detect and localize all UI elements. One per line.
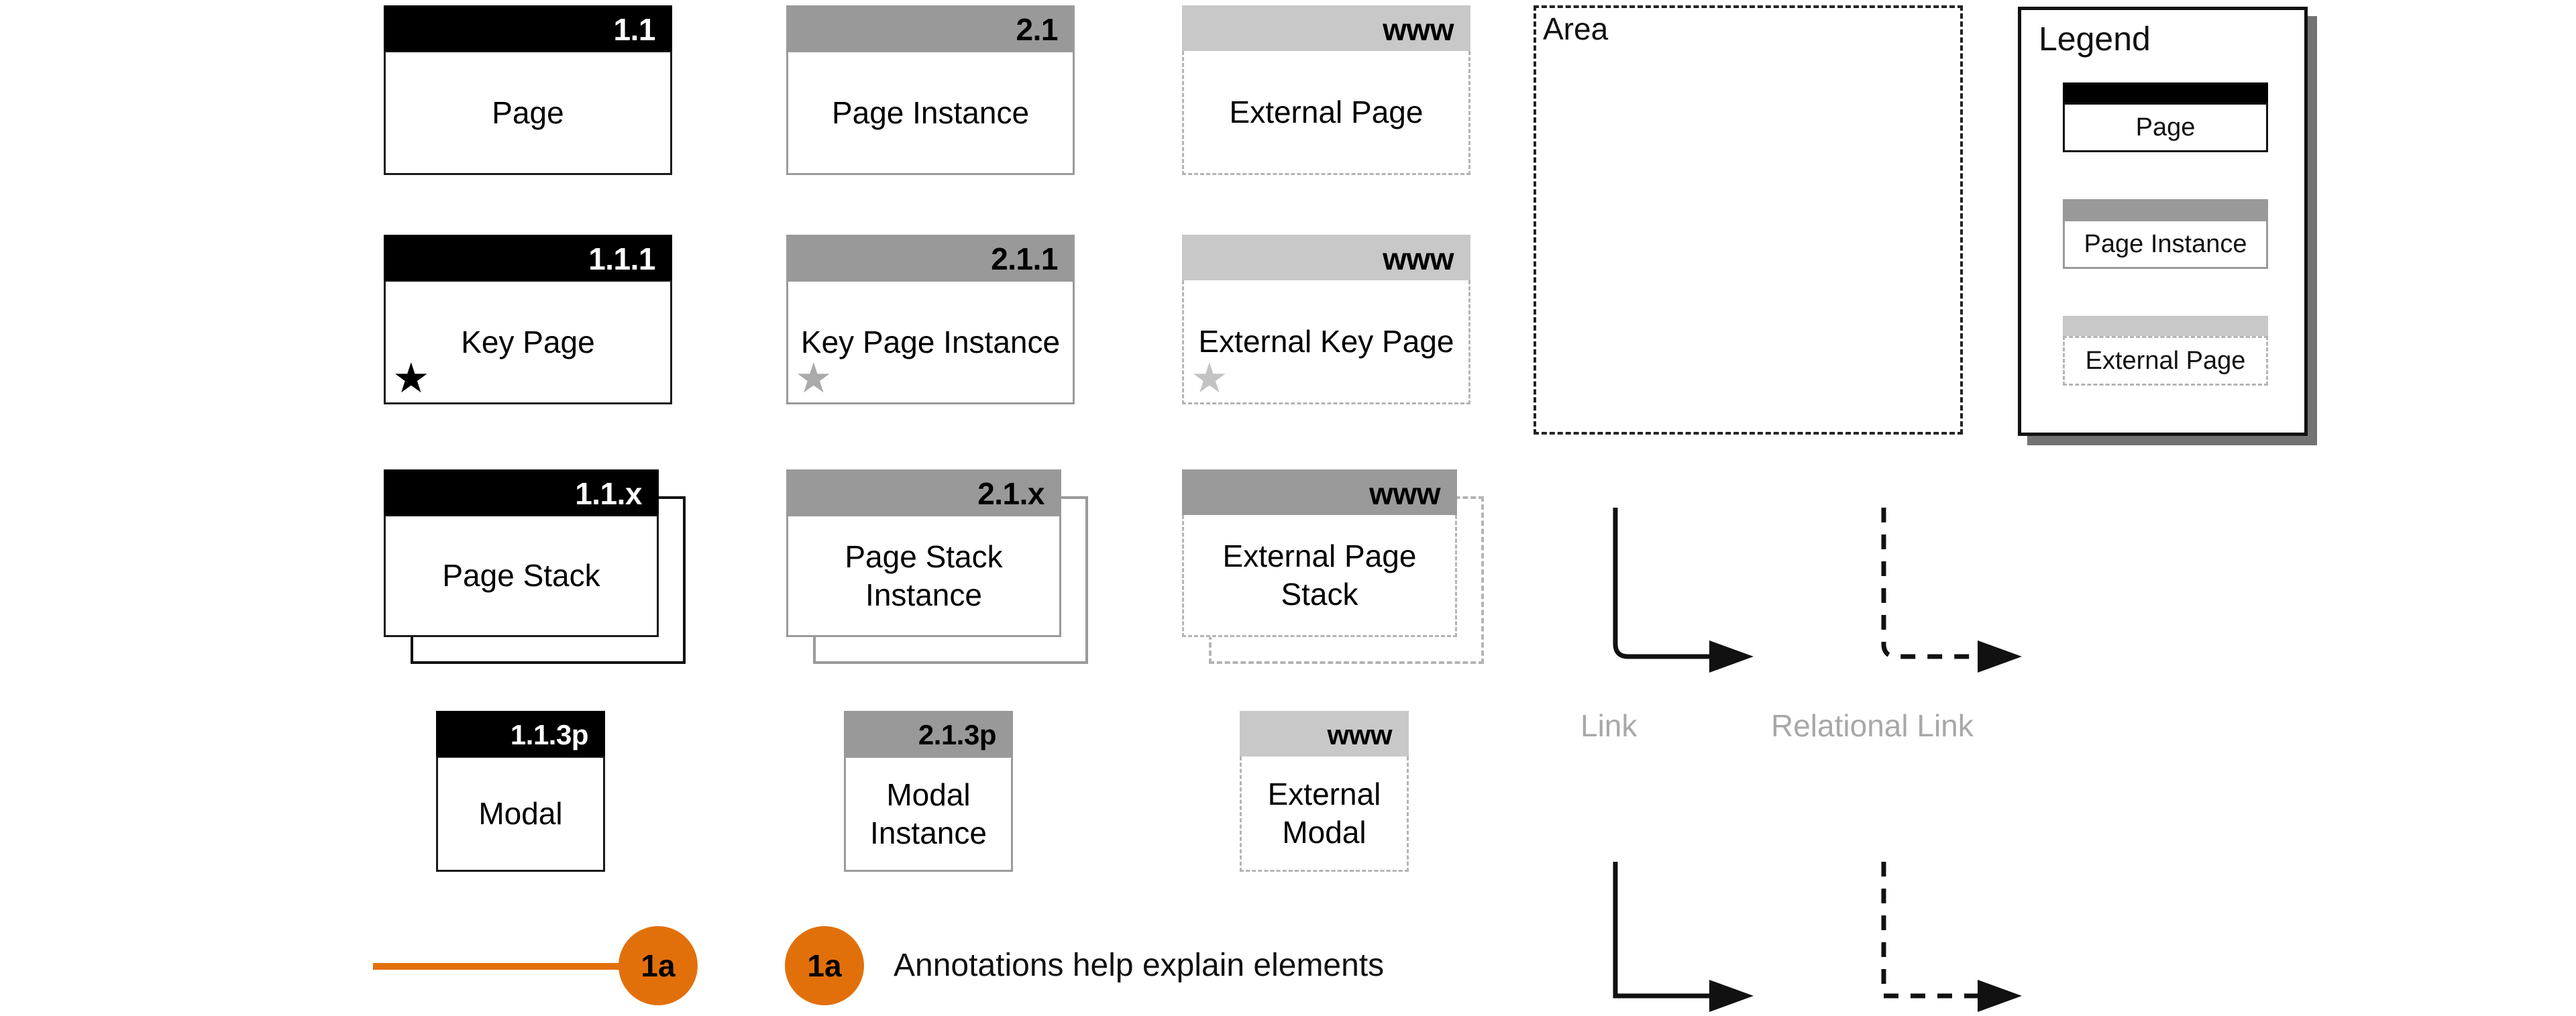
link-connector-solid: [1613, 508, 1754, 673]
node-external-page-stack-label: External Page Stack: [1222, 539, 1417, 612]
node-external-page-label: External Page: [1229, 94, 1424, 129]
annotation-leader-line: [373, 963, 641, 970]
node-external-key-page-badge: www: [1182, 235, 1470, 280]
node-page-instance-label-wrap: Page Instance: [786, 51, 1075, 175]
node-page-stack[interactable]: 1.1.x Page Stack: [384, 469, 659, 637]
node-key-page-instance-label-wrap: Key Page Instance ★: [786, 280, 1075, 404]
node-page-stack-badge: 1.1.x: [384, 469, 659, 515]
legend-item-page-instance-label: Page Instance: [2084, 229, 2247, 258]
node-external-modal-badge: www: [1240, 711, 1409, 756]
relational-link-label: Relational Link: [1771, 708, 1974, 743]
node-page-stack-label-wrap: Page Stack: [384, 515, 659, 637]
node-page-instance[interactable]: 2.1 Page Instance: [786, 5, 1075, 175]
legend-item-external-page: External Page: [2063, 316, 2268, 386]
relational-link-connector-dashed-secondary: [1881, 862, 2022, 1012]
node-page-instance-badge: 2.1: [786, 5, 1075, 51]
node-external-key-page-label: External Key Page: [1198, 323, 1454, 359]
star-icon: ★: [795, 355, 833, 402]
legend-item-external-page-label: External Page: [2085, 346, 2246, 375]
node-modal-instance-badge: 2.1.3p: [844, 711, 1013, 756]
node-key-page-instance-label: Key Page Instance: [800, 324, 1061, 359]
node-external-modal-label-wrap: External Modal: [1240, 756, 1409, 872]
legend-item-page-label-wrap: Page: [2063, 103, 2268, 152]
node-key-page-badge: 1.1.1: [384, 235, 672, 280]
legend-item-page-instance-header: [2063, 199, 2268, 219]
node-external-page[interactable]: www External Page: [1182, 5, 1470, 175]
legend-title: Legend: [2039, 20, 2151, 58]
link-label: Link: [1580, 708, 1638, 743]
annotation-bullet-standalone[interactable]: 1a: [785, 926, 864, 1005]
legend-item-page-label: Page: [2135, 113, 2196, 142]
node-page-instance-label: Page Instance: [831, 95, 1030, 130]
node-external-page-stack-badge: www: [1182, 469, 1457, 515]
annotation-bullet-standalone-label: 1a: [807, 948, 842, 983]
node-key-page-label-wrap: Key Page ★: [384, 280, 672, 404]
legend-item-page-instance: Page Instance: [2063, 199, 2268, 269]
node-key-page-label: Key Page: [461, 324, 595, 359]
node-page-stack-instance[interactable]: 2.1.x Page Stack Instance: [786, 469, 1061, 637]
node-modal-badge: 1.1.3p: [436, 711, 605, 756]
node-key-page-instance-badge: 2.1.1: [786, 235, 1075, 280]
node-external-key-page-label-wrap: External Key Page ★: [1182, 280, 1470, 404]
node-external-modal-label: External Modal: [1267, 777, 1381, 850]
annotation-description: Annotations help explain elements: [894, 948, 1385, 983]
annotation-bullet-connected[interactable]: 1a: [619, 926, 698, 1005]
node-key-page-instance[interactable]: 2.1.1 Key Page Instance ★: [786, 235, 1075, 404]
node-modal[interactable]: 1.1.3p Modal: [436, 711, 605, 872]
node-modal-instance[interactable]: 2.1.3p Modal Instance: [844, 711, 1013, 872]
legend-item-page-instance-label-wrap: Page Instance: [2063, 219, 2268, 269]
node-page-label-wrap: Page: [384, 51, 672, 175]
node-page-label: Page: [492, 95, 564, 130]
node-external-key-page[interactable]: www External Key Page ★: [1182, 235, 1470, 404]
node-external-modal[interactable]: www External Modal: [1240, 711, 1409, 872]
star-icon: ★: [1191, 355, 1228, 402]
node-external-page-badge: www: [1182, 5, 1470, 51]
node-modal-label: Modal: [478, 796, 563, 832]
legend-item-external-page-header: [2063, 316, 2268, 336]
legend-item-external-page-label-wrap: External Page: [2063, 336, 2268, 386]
legend-item-page: Page: [2063, 82, 2268, 152]
node-external-page-stack[interactable]: www External Page Stack: [1182, 469, 1457, 637]
star-icon: ★: [392, 355, 430, 402]
node-page-stack-instance-label-wrap: Page Stack Instance: [786, 515, 1061, 637]
link-connector-solid-secondary: [1613, 862, 1754, 1012]
legend-item-page-header: [2063, 82, 2268, 103]
annotation-bullet-connected-label: 1a: [641, 948, 676, 983]
node-modal-label-wrap: Modal: [436, 756, 605, 872]
area-container[interactable]: Area: [1534, 5, 1963, 435]
node-external-page-label-wrap: External Page: [1182, 51, 1470, 175]
node-page-stack-label: Page Stack: [442, 558, 600, 594]
node-page[interactable]: 1.1 Page: [384, 5, 672, 175]
node-modal-instance-label: Modal Instance: [870, 777, 987, 850]
area-label: Area: [1543, 11, 1609, 46]
node-page-badge: 1.1: [384, 5, 672, 51]
node-page-stack-instance-badge: 2.1.x: [786, 469, 1061, 515]
node-page-stack-instance-label: Page Stack Instance: [845, 539, 1003, 612]
legend-panel: Legend Page Page Instance External Page: [2018, 7, 2308, 436]
node-modal-instance-label-wrap: Modal Instance: [844, 756, 1013, 872]
node-key-page[interactable]: 1.1.1 Key Page ★: [384, 235, 672, 404]
relational-link-connector-dashed: [1881, 508, 2022, 673]
node-external-page-stack-label-wrap: External Page Stack: [1182, 515, 1457, 637]
